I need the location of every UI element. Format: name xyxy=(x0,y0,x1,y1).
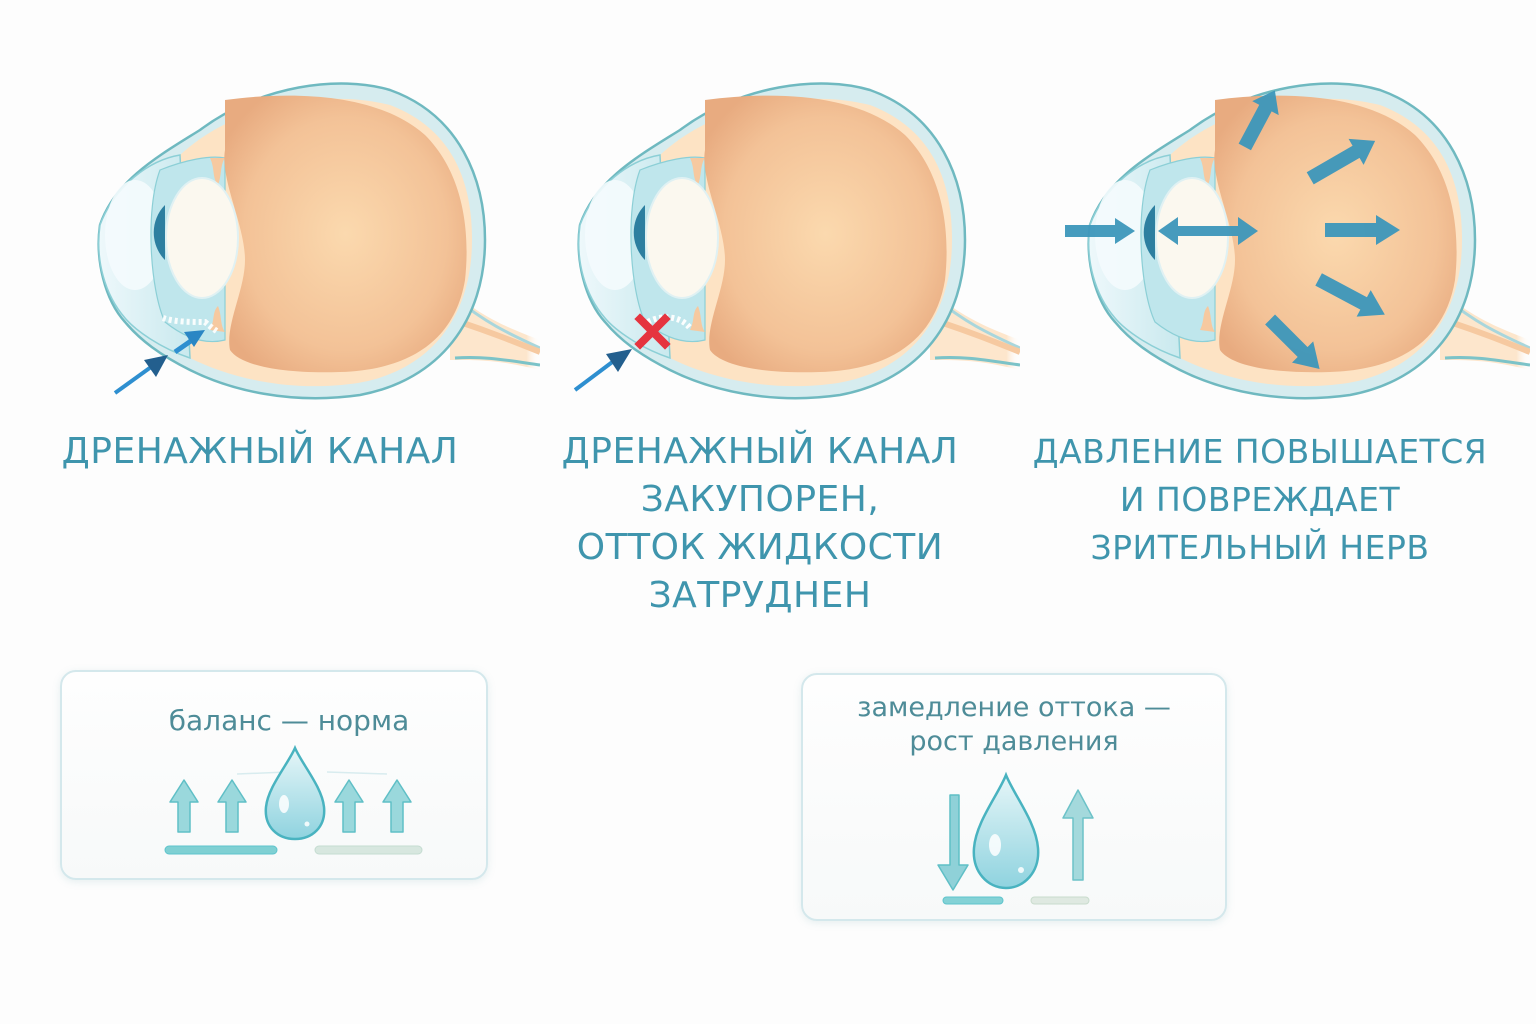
arrow-up-icon xyxy=(1062,789,1094,881)
water-drop-icon xyxy=(972,771,1040,890)
pressure-arrow-up xyxy=(1238,90,1279,151)
drainage-flow-arrow xyxy=(113,330,205,395)
drainage-channel-flow xyxy=(162,315,220,335)
pressure-arrow-upper-right xyxy=(1306,138,1376,185)
legend-title-line: рост давления xyxy=(909,726,1119,757)
caption-blocked: ДРЕНАЖНЫЙ КАНАЛ ЗАКУПОРЕН, ОТТОК ЖИДКОСТ… xyxy=(530,428,990,620)
pressure-arrow-down xyxy=(1265,314,1320,369)
caption-line: ЗАКУПОРЕН, xyxy=(640,479,880,520)
eye-cross-section xyxy=(579,83,1020,398)
caption-line: И ПОВРЕЖДАЕТ xyxy=(1119,480,1401,519)
arrow-up-icon xyxy=(217,779,247,833)
legend-card-balance: баланс — норма xyxy=(60,670,488,880)
blocked-x-icon xyxy=(634,313,671,350)
legend-title-line: замедление оттока — xyxy=(857,692,1171,723)
pressure-arrow-inward xyxy=(1065,218,1135,244)
pressure-arrow-right xyxy=(1325,215,1400,245)
legend-card-slowed: замедление оттока — рост давления xyxy=(801,673,1227,921)
outflow-bar-inactive xyxy=(1030,896,1090,905)
pressure-arrow-double xyxy=(1158,217,1258,245)
outflow-bar-active xyxy=(942,896,1004,905)
caption-pressure: ДАВЛЕНИЕ ПОВЫШАЕТСЯ И ПОВРЕЖДАЕТ ЗРИТЕЛЬ… xyxy=(1030,428,1490,572)
legend-title: замедление оттока — рост давления xyxy=(803,691,1225,759)
legend-title-line: баланс — норма xyxy=(168,704,410,737)
legend-graphic-balance xyxy=(152,742,452,862)
arrow-up-icon xyxy=(334,779,364,833)
outflow-bar-active xyxy=(164,845,278,855)
caption-line: ДРЕНАЖНЫЙ КАНАЛ xyxy=(561,431,959,472)
drainage-flow-arrow xyxy=(573,349,632,392)
pressure-arrows xyxy=(1065,90,1400,369)
outflow-bar-inactive xyxy=(314,845,423,855)
eye-diagram-blocked xyxy=(520,60,1020,420)
arrow-up-icon xyxy=(382,779,412,833)
caption-line: ОТТОК ЖИДКОСТИ xyxy=(576,527,944,568)
caption-line: ДАВЛЕНИЕ ПОВЫШАЕТСЯ xyxy=(1032,432,1488,471)
legend-graphic-slowed xyxy=(928,770,1098,910)
caption-normal: ДРЕНАЖНЫЙ КАНАЛ xyxy=(20,428,500,476)
eye-cross-section xyxy=(99,83,540,398)
caption-line: ДРЕНАЖНЫЙ КАНАЛ xyxy=(61,431,459,472)
eye-diagram-pressure xyxy=(1030,60,1530,420)
arrow-down-icon xyxy=(937,794,969,891)
caption-line: ЗРИТЕЛЬНЫЙ НЕРВ xyxy=(1090,528,1430,567)
arrow-up-icon xyxy=(169,779,199,833)
eye-diagram-normal xyxy=(40,60,540,420)
caption-line: ЗАТРУДНЕН xyxy=(648,575,872,616)
water-drop-icon xyxy=(264,744,326,841)
pressure-arrow-lower-right xyxy=(1315,273,1385,317)
legend-title: баланс — норма xyxy=(62,704,486,738)
